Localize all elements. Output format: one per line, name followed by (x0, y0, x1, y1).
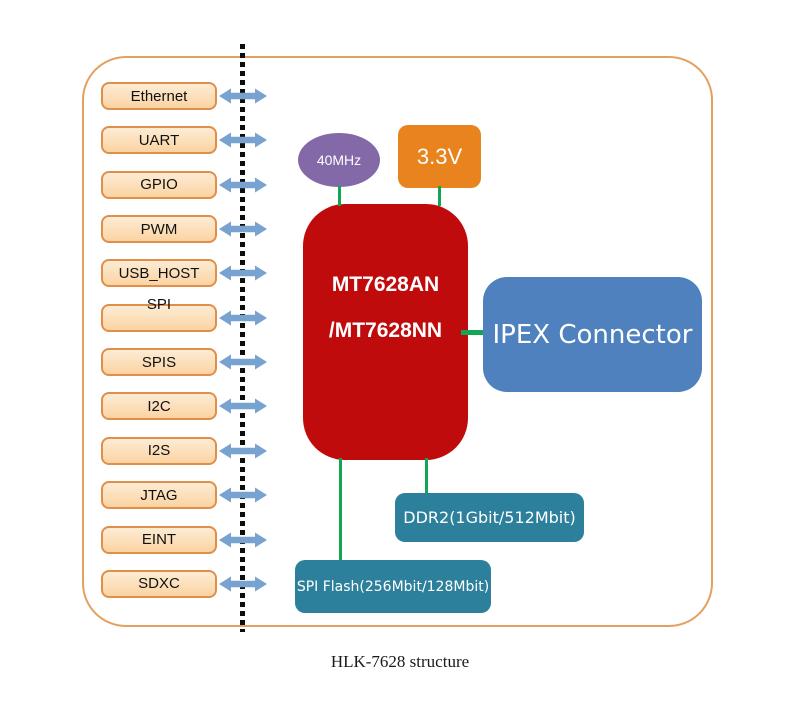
wire-power-to-chip (438, 186, 441, 206)
interface-label: I2C (147, 397, 171, 415)
bidirectional-arrow-icon (219, 532, 267, 547)
interface-label: PWM (140, 220, 178, 238)
interface-box-ethernet: Ethernet (101, 82, 217, 110)
bidirectional-arrow-icon (219, 354, 267, 370)
spi-flash-block: SPI Flash(256Mbit/128Mbit) (295, 560, 491, 613)
interface-box-gpio: GPIO (101, 170, 217, 199)
bidirectional-arrow-icon (219, 88, 267, 104)
interface-label: EINT (141, 531, 177, 548)
oscillator-block: 40MHz (298, 133, 380, 187)
interface-box-sdxc: SDXC (101, 569, 217, 598)
interface-box-spis: SPIS (101, 348, 217, 377)
bidirectional-arrow-icon (219, 221, 267, 237)
bidirectional-arrow-icon (219, 576, 267, 592)
soc-chip-block: MT7628AN /MT7628NN (303, 204, 468, 460)
interface-label: USB_HOST (118, 264, 200, 282)
soc-chip-name-line2: /MT7628NN (328, 319, 443, 342)
ddr2-memory-block: DDR2(1Gbit/512Mbit) (395, 493, 584, 542)
interface-label: SPI (146, 296, 172, 314)
interface-label: GPIO (140, 176, 178, 194)
interface-label: SPIS (141, 353, 177, 371)
module-boundary-dotted-line (240, 44, 245, 632)
interface-label: Ethernet (130, 87, 188, 105)
interface-box-i2s: I2S (101, 436, 217, 465)
spi-flash-label: SPI Flash(256Mbit/128Mbit) (296, 578, 490, 595)
ddr2-memory-label: DDR2(1Gbit/512Mbit) (403, 508, 576, 527)
bidirectional-arrow-icon (219, 443, 267, 459)
diagram-caption: HLK-7628 structure (330, 652, 470, 671)
ipex-connector-block: IPEX Connector (483, 277, 702, 392)
interface-box-spi: SPI (101, 296, 217, 332)
bidirectional-arrow-icon (219, 487, 267, 503)
interface-label: SDXC (138, 575, 180, 593)
wire-chip-to-ipex (461, 330, 484, 335)
module-boundary-frame (82, 56, 713, 627)
power-block: 3.3V (398, 125, 481, 188)
interface-box-i2c: I2C (101, 392, 217, 421)
power-label: 3.3V (416, 143, 463, 169)
interface-label: JTAG (140, 486, 178, 504)
ipex-connector-label: IPEX Connector (492, 319, 693, 350)
interface-box-jtag: JTAG (101, 481, 217, 510)
bidirectional-arrow-icon (219, 132, 267, 148)
interface-box-usb-host: USB_HOST (101, 259, 217, 288)
interface-box-pwm: PWM (101, 215, 217, 244)
interface-box-uart: UART (101, 126, 217, 155)
wire-chip-to-spi-flash (339, 458, 342, 562)
bidirectional-arrow-icon (219, 398, 267, 414)
bidirectional-arrow-icon (219, 177, 267, 193)
interface-box-eint: EINT (101, 525, 217, 554)
oscillator-label: 40MHz (316, 152, 362, 168)
interface-label: I2S (147, 442, 171, 460)
bidirectional-arrow-icon (219, 310, 267, 326)
soc-chip-name-line1: MT7628AN (331, 273, 440, 296)
wire-chip-to-ddr2 (425, 458, 428, 494)
wire-oscillator-to-chip (338, 186, 341, 206)
bidirectional-arrow-icon (219, 265, 267, 281)
interface-label: UART (138, 131, 180, 149)
